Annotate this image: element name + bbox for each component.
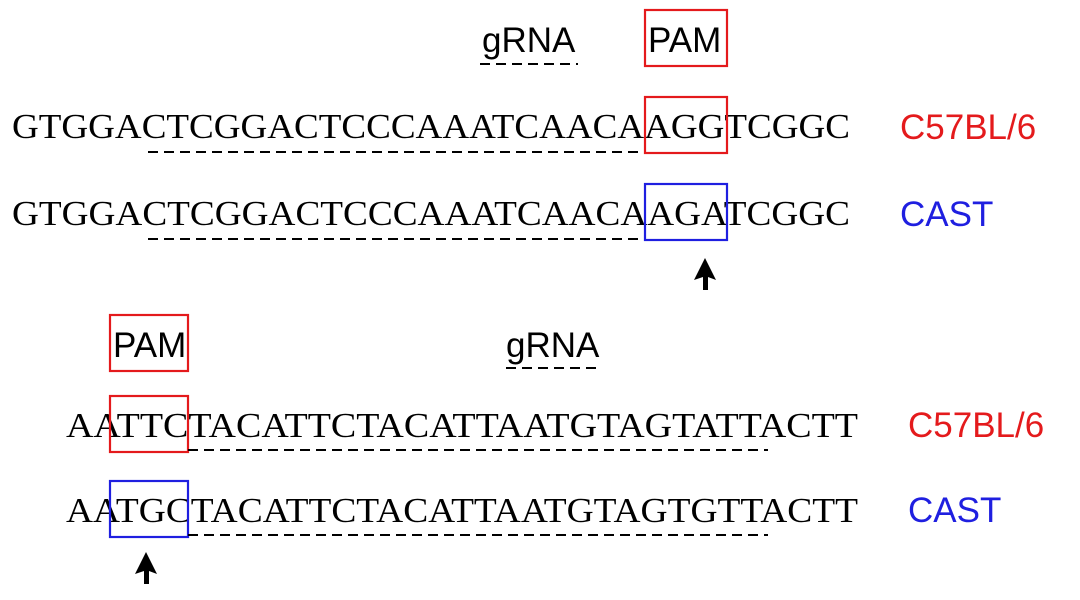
bottom-pam-label-box bbox=[108, 313, 190, 373]
top-pam-label: PAM bbox=[648, 21, 721, 60]
bottom-seq-cast-pam-box bbox=[108, 479, 190, 539]
top-seq-c57: GTGGACTCGGACTCCCAAATCAACAAGGTCGGC bbox=[12, 107, 850, 146]
bottom-panel: PAM gRNA AATTCTACATTCTACATTAATGTAGTATTAC… bbox=[66, 313, 1044, 584]
top-grna-label: gRNA bbox=[482, 21, 576, 60]
bottom-strain-cast-label: CAST bbox=[908, 491, 1001, 530]
top-pam-label-box bbox=[643, 8, 729, 68]
bottom-seq-cast: AATGCTACATTCTACATTAATGTAGTGTTACTT bbox=[66, 491, 858, 530]
top-strain-c57-label: C57BL/6 bbox=[900, 108, 1036, 147]
bottom-snp-arrow-icon bbox=[135, 552, 157, 584]
top-seq-c57-pam-box bbox=[643, 95, 729, 155]
bottom-seq-c57-pam-box bbox=[108, 394, 190, 454]
top-snp-arrow-icon bbox=[694, 258, 716, 290]
bottom-seq-c57: AATTCTACATTCTACATTAATGTAGTATTACTT bbox=[66, 406, 858, 445]
bottom-strain-c57-label: C57BL/6 bbox=[908, 406, 1044, 445]
top-strain-cast-label: CAST bbox=[900, 195, 993, 234]
bottom-grna-label: gRNA bbox=[506, 326, 600, 365]
top-seq-cast-pam-box bbox=[643, 182, 729, 242]
bottom-pam-label: PAM bbox=[113, 326, 186, 365]
top-panel: gRNA PAM GTGGACTCGGACTCCCAAATCAACAAGGTCG… bbox=[12, 8, 1036, 290]
top-seq-cast: GTGGACTCGGACTCCCAAATCAACAAGATCGGC bbox=[12, 194, 850, 233]
